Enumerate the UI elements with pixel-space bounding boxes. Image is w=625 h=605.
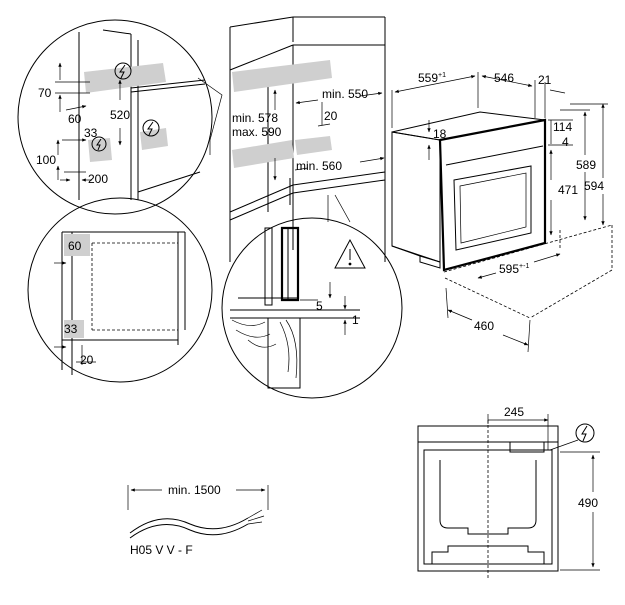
dim-label: min. 560: [296, 159, 342, 173]
detail-mounting-gap: 5 1: [221, 217, 403, 399]
dim-label: 471: [558, 183, 578, 197]
dim-label: 1: [352, 313, 359, 327]
rear-view: 245 490: [417, 405, 600, 580]
cabinet-niche: min. 550 20 min. 578 max. 590 min. 560: [229, 16, 386, 262]
power-cable: min. 1500 H05 V V - F: [127, 483, 269, 557]
detail-grid-view: 60 33 20: [27, 197, 213, 383]
dim-label: 460: [474, 319, 494, 333]
dim-label: 100: [36, 153, 56, 167]
lightning-circle-icon: [142, 119, 160, 137]
lightning-circle-icon: [114, 62, 132, 80]
dim-label: min. 550: [322, 87, 368, 101]
lightning-circle-icon: [91, 136, 107, 152]
dim-label: max. 590: [232, 125, 282, 139]
dim-label: 594: [584, 179, 604, 193]
dim-label: 4: [562, 135, 569, 149]
dim-label: 490: [578, 496, 598, 510]
dim-label: 589: [576, 158, 596, 172]
cable-type-label: H05 V V - F: [130, 543, 193, 557]
dim-label: 20: [80, 353, 94, 367]
dim-label: 595+-1: [499, 262, 529, 276]
dim-label: 114: [553, 120, 572, 134]
oven-unit: 559+1 546 21 18 114 4 471 589 594: [391, 71, 613, 353]
dim-label: 20: [324, 109, 338, 123]
warning-triangle-icon: [334, 238, 366, 269]
dim-label: 60: [68, 239, 82, 253]
dim-label: 33: [84, 126, 98, 140]
dim-label: 18: [433, 127, 447, 141]
dim-label: 559+1: [418, 71, 446, 85]
lightning-circle-icon: [575, 423, 595, 443]
dim-label: 520: [110, 108, 130, 122]
dim-label: 245: [504, 405, 524, 419]
dim-label: min. 578: [232, 111, 278, 125]
dim-label: 546: [494, 71, 514, 85]
dim-label: 21: [538, 73, 552, 87]
detail-top-left: 70 60 520 33 100 200: [17, 19, 213, 215]
dim-label: 200: [88, 172, 108, 186]
dim-label: 60: [68, 112, 82, 126]
dim-label: 33: [64, 322, 78, 336]
cable-length-label: min. 1500: [168, 483, 221, 497]
dim-label: 5: [316, 299, 323, 313]
dim-label: 70: [38, 86, 52, 100]
